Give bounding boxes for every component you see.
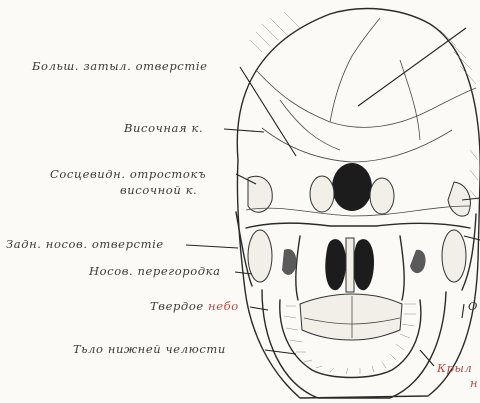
condyle-left — [310, 176, 334, 212]
label-hard-palate: Твердое небо — [150, 299, 239, 313]
pterygoid-right — [400, 236, 404, 300]
leader-foramen — [240, 67, 296, 156]
sagittal-suture — [330, 18, 380, 122]
lambdoid-suture — [256, 70, 476, 127]
leader-temporal — [224, 129, 264, 132]
label-pterygoid-line2: н — [470, 376, 478, 390]
choana-right — [353, 239, 374, 290]
leader-choanae — [186, 245, 238, 248]
occipital-suture — [262, 128, 452, 162]
foramen-magnum — [332, 163, 372, 211]
label-foramen-magnum: Больш. затыл. отверстіе — [32, 59, 208, 73]
pterygoid-left — [296, 236, 300, 300]
label-choanae: Задн. носов. отверстіе — [6, 237, 164, 251]
leader-right-mid — [464, 236, 480, 240]
leader-palate — [250, 307, 268, 310]
nasal-septum — [346, 238, 354, 292]
label-mastoid-line2: височной к. — [120, 183, 197, 197]
leader-top-right — [358, 28, 466, 106]
leader-mandible — [265, 350, 296, 354]
label-pterygoid-line1: Крыл — [437, 361, 472, 375]
label-mastoid-line1: Сосцевидн. отростокъ — [50, 167, 206, 181]
label-right-partial: О — [468, 299, 478, 313]
hard-palate — [300, 294, 402, 340]
leader-right-partial — [462, 304, 464, 318]
label-temporal-bone: Височная к. — [124, 121, 203, 135]
condyle-right — [370, 178, 394, 214]
label-hard-palate-b: небо — [208, 299, 239, 313]
label-hard-palate-a: Твердое — [150, 299, 204, 313]
label-nasal-septum: Носов. перегородка — [89, 264, 221, 278]
choana-left — [325, 239, 346, 290]
label-mandible-body: Тьло нижней челюсти — [73, 342, 226, 356]
